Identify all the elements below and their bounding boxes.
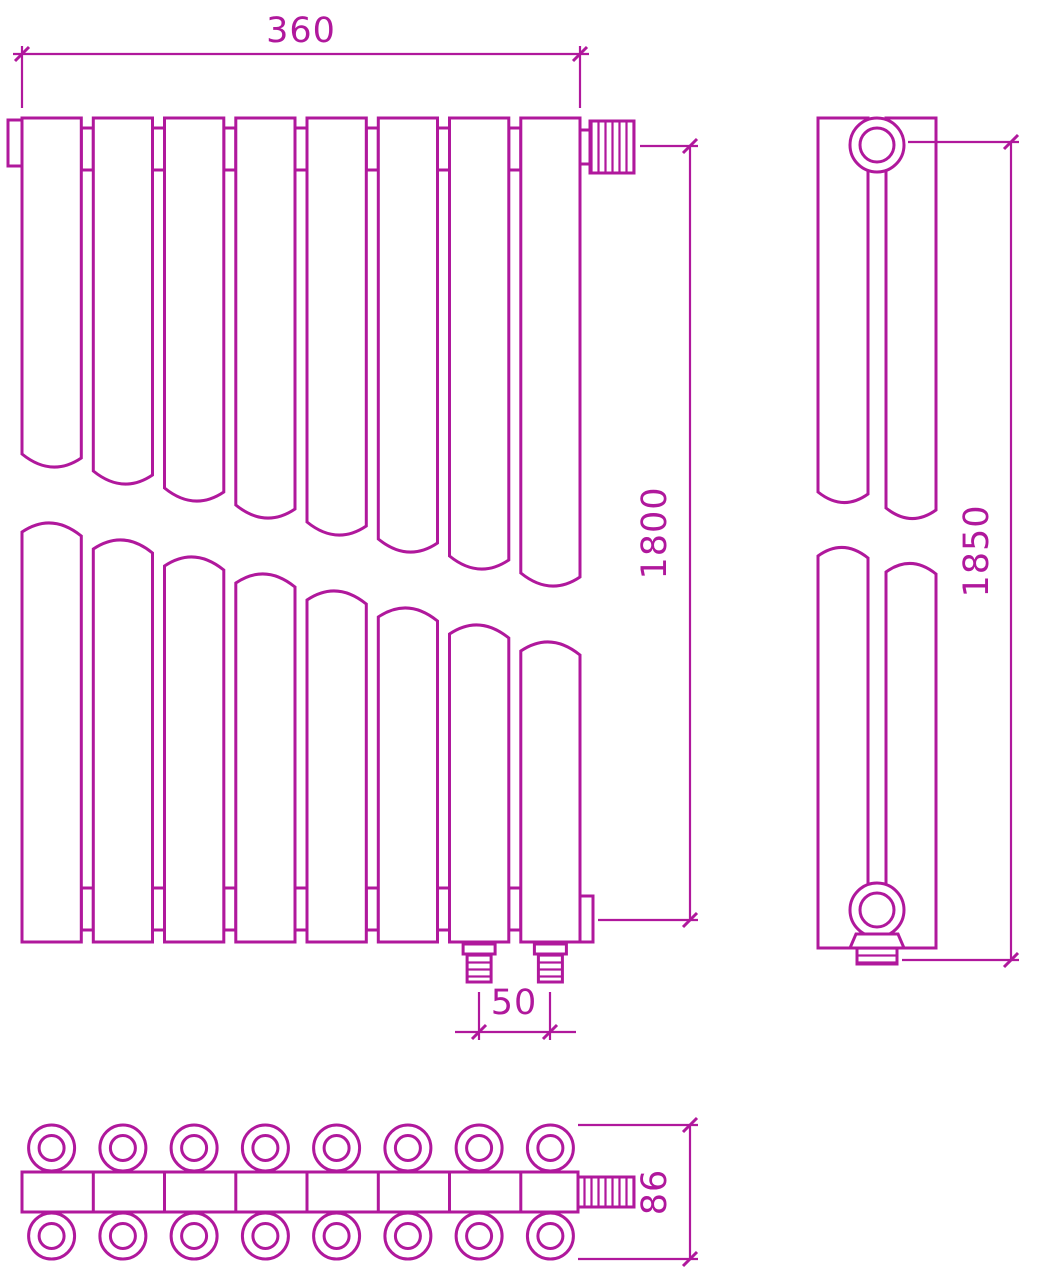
panel (91, 538, 154, 944)
dim-width: 360 (13, 11, 589, 108)
top-view-tubes-front-row (27, 1123, 575, 1173)
side-bottom-thread (855, 946, 899, 966)
side-top-boss (848, 116, 906, 174)
panel (448, 623, 511, 944)
top-right-thread-connector (578, 119, 636, 175)
panel (376, 116, 439, 554)
top-view-tubes-back-row (27, 1211, 575, 1261)
dim-height: 1800 (598, 137, 699, 929)
side-bottom-boss (847, 881, 907, 966)
panel (20, 521, 83, 944)
dim-connection-spacing: 50 (455, 983, 576, 1041)
dim-height-label: 1800 (635, 486, 675, 579)
panel (163, 555, 226, 944)
panel (305, 589, 368, 944)
dim-depth-label: 86 (635, 1169, 675, 1216)
panel (519, 116, 582, 588)
bottom-fitting-right (532, 942, 568, 984)
top-view-manifold (20, 1170, 580, 1214)
panel (234, 116, 297, 520)
top-view-dividers (91, 1172, 523, 1212)
side-tubes (816, 116, 938, 950)
top-view-thread-connector (576, 1175, 636, 1209)
dim-overall-height-label: 1850 (957, 504, 997, 597)
panel (163, 116, 226, 503)
panel (376, 606, 439, 944)
panel (519, 640, 582, 944)
dim-spacing-label: 50 (491, 983, 538, 1023)
dim-overall-height: 1850 (902, 133, 1020, 969)
panel (305, 116, 368, 537)
panel (20, 116, 83, 469)
top-view (20, 1123, 636, 1261)
dim-depth: 86 (578, 1116, 699, 1268)
left-mount-tab (6, 118, 24, 168)
right-bottom-tab (578, 894, 595, 944)
front-panels-lower (20, 521, 582, 944)
panel (91, 116, 154, 486)
panel (448, 116, 511, 571)
side-bottom-foot (847, 932, 907, 950)
front-panels-upper (20, 116, 582, 588)
dim-width-label: 360 (266, 11, 336, 51)
side-view (816, 116, 938, 966)
bottom-fitting-left (461, 942, 497, 984)
front-view (6, 116, 636, 984)
panel (234, 572, 297, 944)
